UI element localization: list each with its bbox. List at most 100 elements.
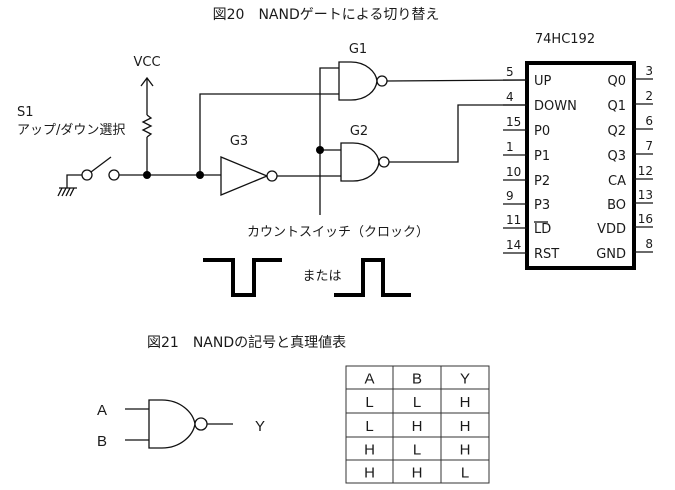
nand-output-y-label: Y [255,418,265,435]
pin-number: 8 [645,237,653,251]
pin-label: LD [534,222,551,237]
junction-dot [316,146,324,154]
table-cell: L [365,418,373,435]
pin-number: 14 [506,238,521,252]
ground-icon [57,174,82,197]
pin-label: P0 [534,124,550,139]
wire-clock [319,67,339,215]
pin-number: 5 [506,65,514,79]
pin-label: GND [596,247,626,262]
or-label: または [302,269,341,284]
table-cell: H [460,418,471,435]
pin-label: UP [534,74,552,89]
pin-label: Q0 [607,74,626,89]
chip-pins: 5UP4DOWN15P01P110P29P311LD14RST3Q02Q16Q2… [503,64,653,262]
pin-label: Q2 [607,124,626,139]
nand-bubble [378,156,390,168]
negative-pulse-waveform [203,258,282,297]
gate-g2-label: G2 [350,124,368,139]
table-cell: H [364,442,375,459]
chip-pin-left-up: 5UP [503,65,552,89]
pin-label: BO [607,198,626,213]
nand-bubble [376,75,388,87]
chip-pin-right-q2: 6Q2 [607,114,653,139]
table-header-cell: B [412,371,422,388]
table-header-cell: A [364,371,374,388]
wire-to-g1-input [199,93,339,175]
chip-pin-right-q0: 3Q0 [607,64,653,89]
switch-desc-label: アップ/ダウン選択 [17,123,125,138]
figure21-title: 図21 NANDの記号と真理値表 [147,334,346,351]
chip-pin-left-p3: 9P3 [503,189,550,213]
pin-number: 2 [645,89,653,103]
table-cell: L [413,442,421,459]
table-cell: L [413,394,421,411]
nand-symbol-icon [148,399,208,449]
pin-number: 15 [506,115,521,129]
pin-label: DOWN [534,99,577,114]
pullup-resistor [141,114,153,138]
wire-g2-to-down [389,104,527,163]
pin-number: 12 [638,164,653,178]
pin-label: VDD [597,222,626,237]
pin-number: 1 [506,140,514,154]
positive-pulse-waveform [334,258,411,297]
pin-number: 13 [638,188,653,202]
inverter-bubble [266,170,278,182]
switch-contact-left [81,169,93,181]
nand-input-a-label: A [97,402,107,419]
pin-number: 4 [506,90,514,104]
pin-number: 11 [506,213,521,227]
gate-g2-nand [340,142,390,182]
table-header-cell: Y [460,371,470,388]
table-cell: H [460,394,471,411]
table-cell: H [460,442,471,459]
switch-lever [90,156,112,173]
pin-number: 16 [638,212,653,226]
switch-id-label: S1 [17,105,34,120]
nand-input-b-label: B [97,433,107,450]
chip-pin-left-p1: 1P1 [503,140,550,164]
table-cell: H [412,418,423,435]
chip-pin-right-q3: 7Q3 [607,139,653,164]
gate-g1-label: G1 [349,42,367,57]
table-cell: H [364,465,375,482]
pin-label: Q3 [607,149,626,164]
table-cell: H [412,465,423,482]
pin-number: 9 [506,189,514,203]
gate-g1-nand [338,61,388,101]
pin-label: P1 [534,149,550,164]
pin-label: P2 [534,174,550,189]
chip-name: 74HC192 [535,32,595,47]
figure20-title: 図20 NANDゲートによる切り替え [213,7,440,23]
pin-label: P3 [534,198,550,213]
table-cell: L [461,465,469,482]
gate-g3-inverter [220,156,278,196]
pin-number: 10 [506,165,521,179]
gate-g3-label: G3 [230,134,248,149]
switch-s1[interactable] [81,156,120,181]
pin-number: 3 [645,64,653,78]
chip-body [525,61,636,270]
switch-contact-right [108,169,120,181]
vcc-arrow-icon [140,76,154,115]
chip-pin-right-q1: 2Q1 [607,89,653,114]
pin-number: 6 [645,114,653,128]
pin-number: 7 [645,139,653,153]
